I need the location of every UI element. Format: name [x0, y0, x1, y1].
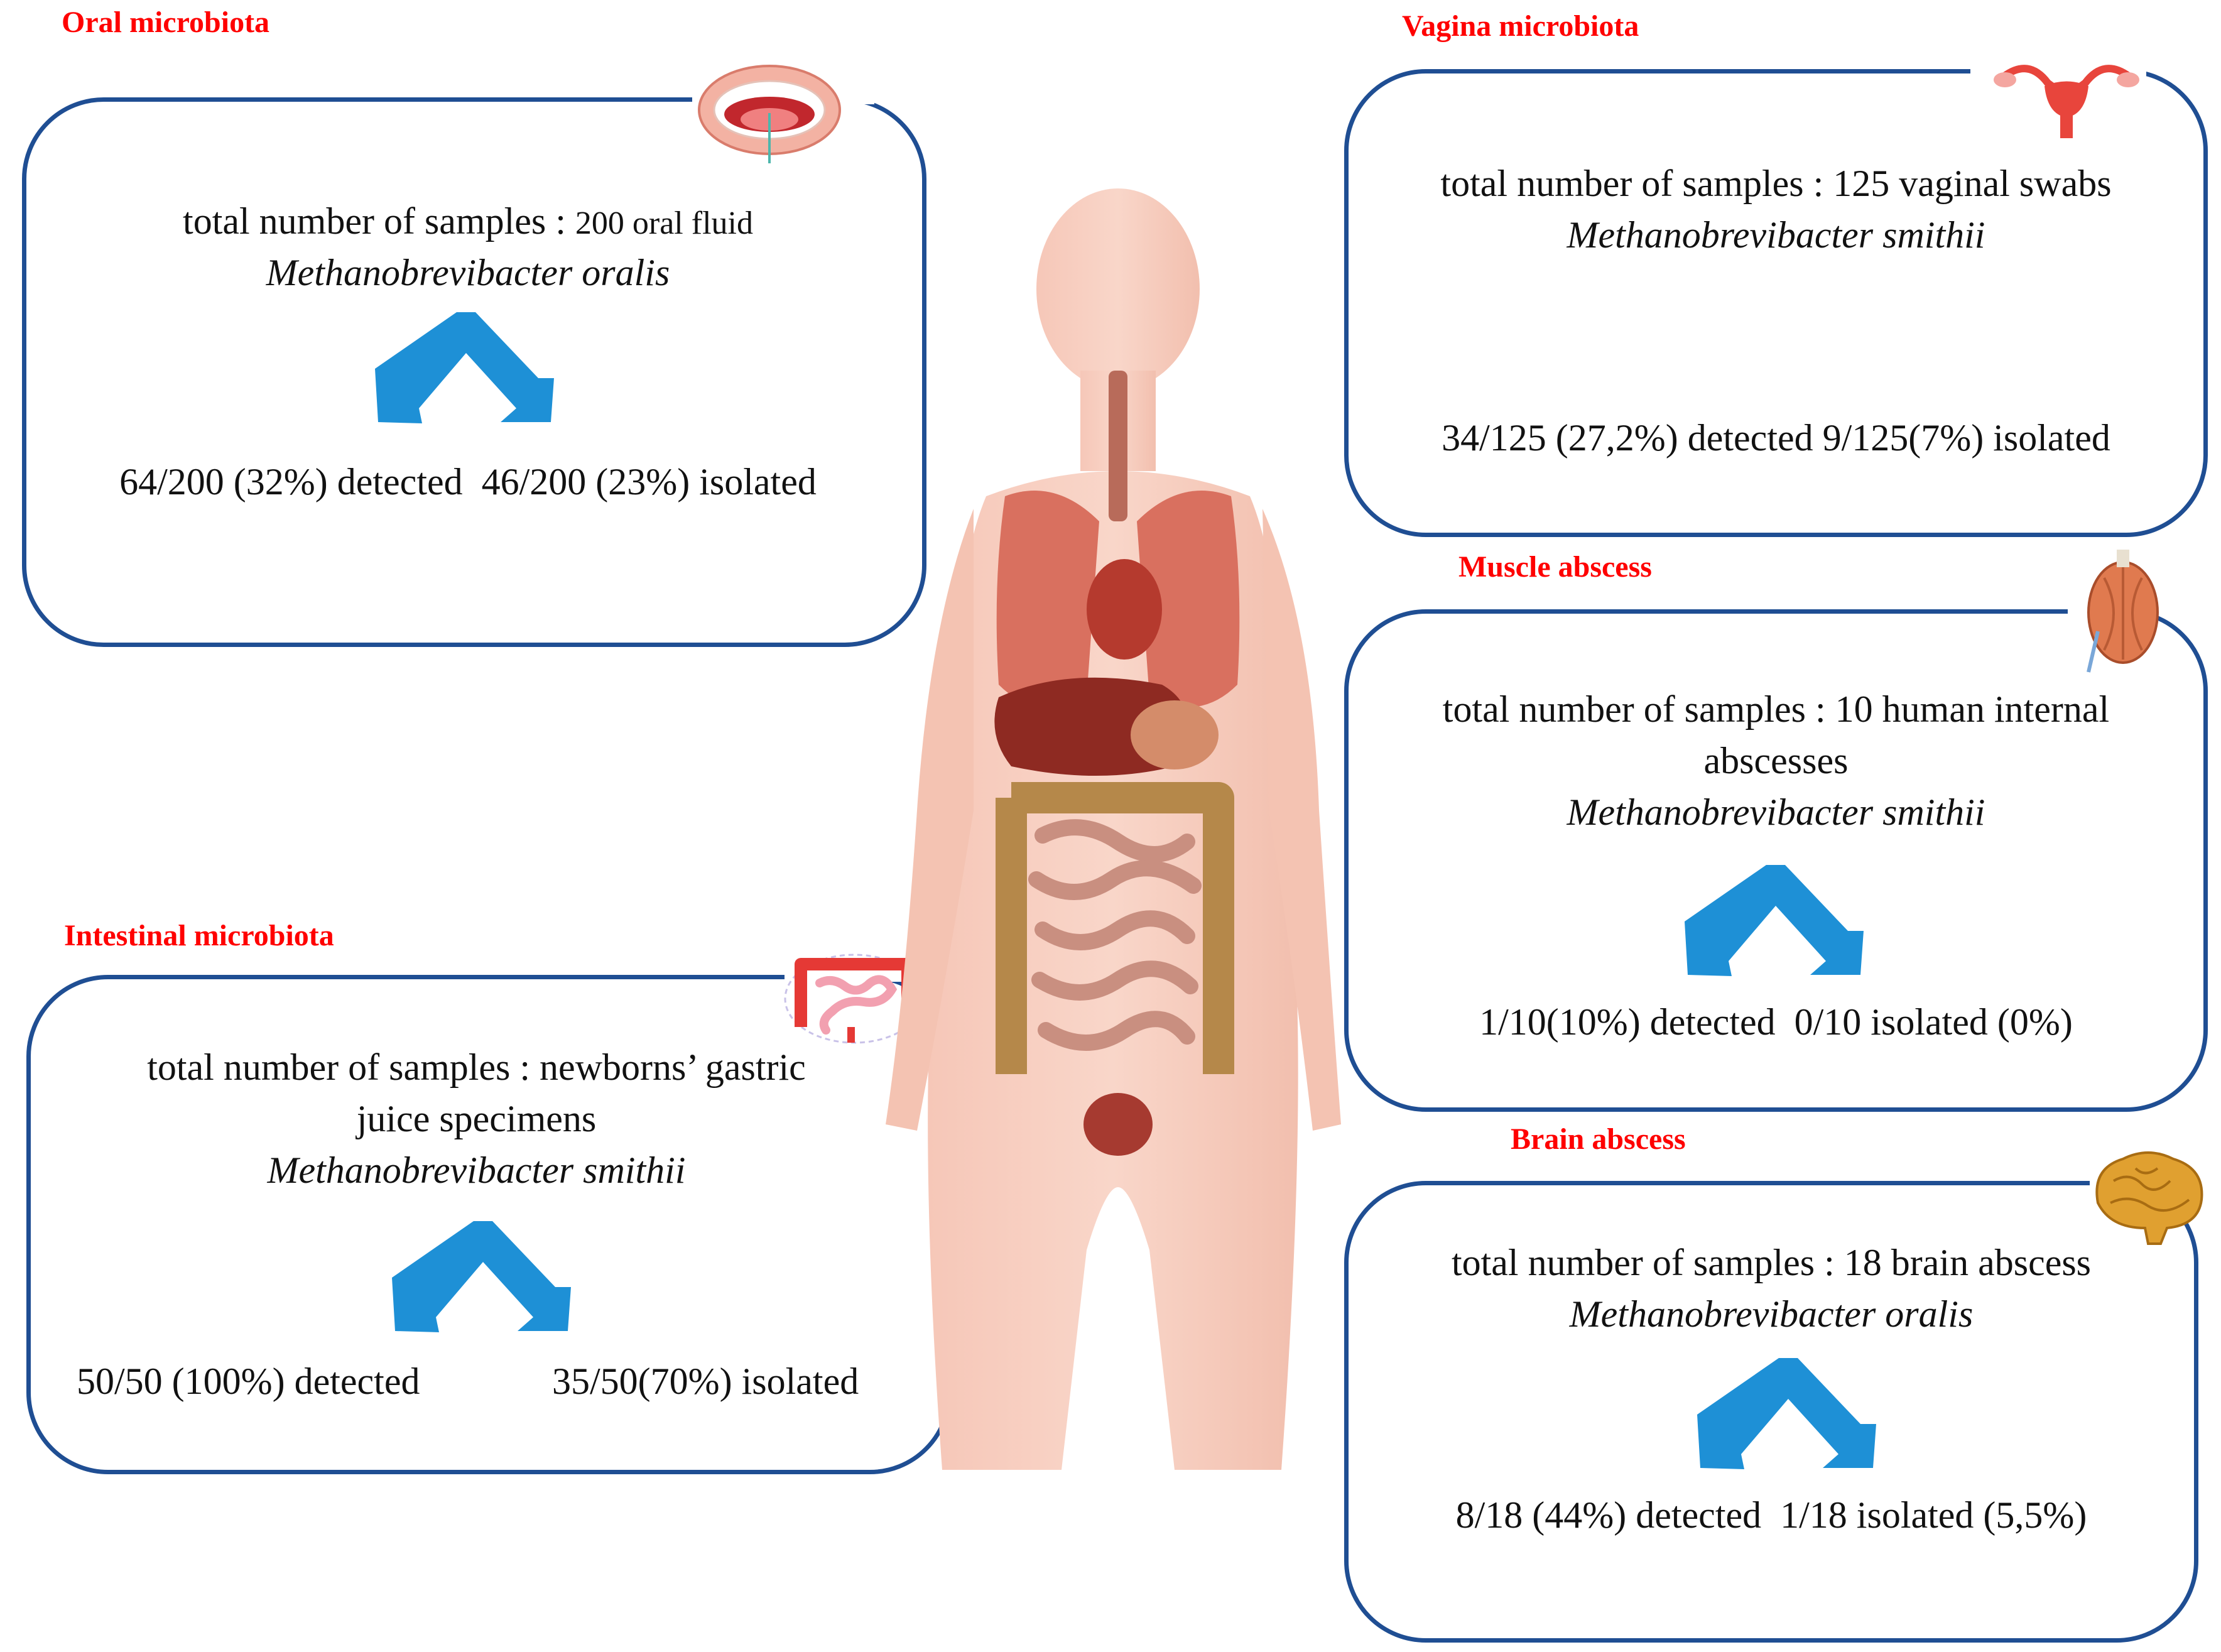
- vagina-result: 34/125 (27,2%) detected 9/125(7%) isolat…: [1442, 417, 2110, 459]
- oral-species: Methanobrevibacter oralis: [266, 252, 670, 293]
- vagina-section-title: Vagina microbiota: [1402, 9, 1639, 43]
- oral-result: 64/200 (32%) detected 46/200 (23%) isola…: [119, 461, 817, 503]
- brain-section-title: Brain abscess: [1511, 1122, 1686, 1156]
- mouth-icon: [698, 65, 841, 163]
- intestinal-samples-text-2: juice specimens: [356, 1098, 597, 1139]
- brain-box: total number of samples : 18 brain absce…: [1344, 1179, 2198, 1643]
- intestinal-samples-text-1: total number of samples : newborns’ gast…: [147, 1046, 806, 1088]
- brain-icon: [2095, 1151, 2203, 1245]
- vagina-species: Methanobrevibacter smithii: [1567, 214, 1985, 256]
- oral-split-arrow: [375, 312, 554, 423]
- oral-section-title: Oral microbiota: [62, 6, 270, 39]
- muscle-samples-text-2: abscesses: [1703, 740, 1849, 781]
- muscle-species: Methanobrevibacter smithii: [1567, 791, 1985, 833]
- muscle-section-title: Muscle abscess: [1458, 550, 1652, 584]
- oral-box: total number of samples : 200 oral fluid…: [22, 95, 926, 647]
- oral-samples-text: total number of samples : 200 oral fluid: [183, 200, 753, 242]
- brain-split-arrow: [1697, 1358, 1876, 1469]
- intestinal-species: Methanobrevibacter smithii: [267, 1149, 686, 1191]
- intestinal-detected: 50/50 (100%) detected: [77, 1361, 420, 1402]
- intestinal-section-title: Intestinal microbiota: [64, 919, 334, 952]
- intestinal-isolated: 35/50(70%) isolated: [552, 1361, 859, 1402]
- muscle-icon: [2087, 550, 2159, 673]
- brain-samples-text: total number of samples : 18 brain absce…: [1451, 1242, 2092, 1283]
- brain-species: Methanobrevibacter oralis: [1569, 1293, 1974, 1335]
- muscle-result: 1/10(10%) detected 0/10 isolated (0%): [1479, 1001, 2073, 1043]
- muscle-box: total number of samples : 10 human inter…: [1344, 607, 2208, 1112]
- muscle-samples-text-1: total number of samples : 10 human inter…: [1442, 688, 2110, 730]
- human-body-organs-figure: [886, 188, 1341, 1470]
- brain-result: 8/18 (44%) detected 1/18 isolated (5,5%): [1455, 1494, 2087, 1536]
- uterus-icon: [1994, 65, 2139, 138]
- vagina-box: total number of samples : 125 vaginal sw…: [1344, 67, 2208, 537]
- intestinal-box: total number of samples : newborns’ gast…: [26, 973, 960, 1474]
- vagina-samples-text: total number of samples : 125 vaginal sw…: [1440, 163, 2112, 204]
- intestinal-split-arrow: [392, 1221, 571, 1332]
- muscle-split-arrow: [1685, 865, 1864, 976]
